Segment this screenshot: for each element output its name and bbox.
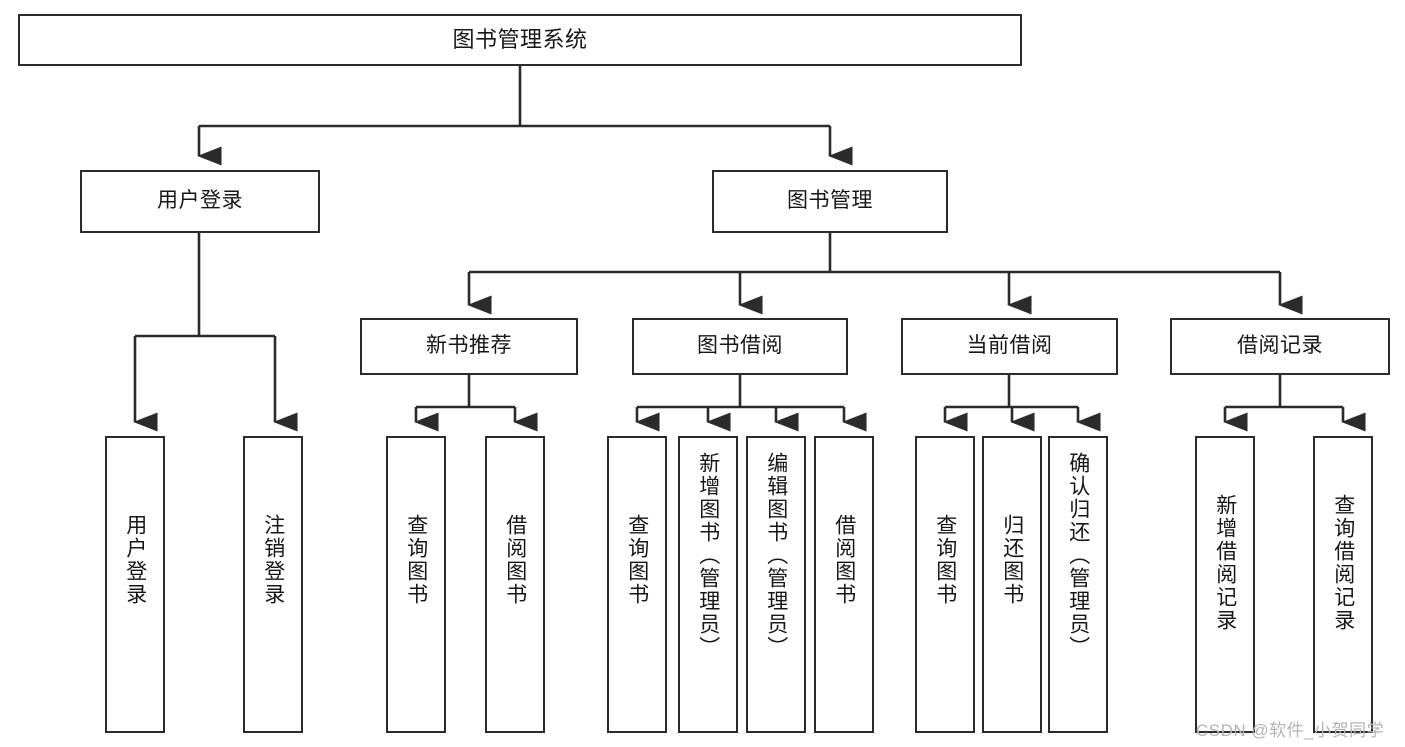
leaf-return-book[interactable]: 归还图书: [982, 436, 1042, 733]
leaf-query-book-borrow[interactable]: 查询图书: [607, 436, 667, 733]
node-label: 用户登录: [123, 514, 147, 606]
node-label: 查询借阅记录: [1331, 494, 1355, 632]
node-label: 归还图书: [1000, 514, 1024, 606]
node-book-borrow[interactable]: 图书借阅: [632, 318, 848, 375]
leaf-add-book-admin[interactable]: 新增图书（管理员）: [678, 436, 738, 733]
node-label: 图书管理系统: [452, 26, 588, 52]
node-label: 查询图书: [404, 514, 428, 606]
leaf-borrow-book[interactable]: 借阅图书: [814, 436, 874, 733]
node-label: 借阅记录: [1237, 334, 1323, 358]
node-label: 确认归还（管理员）: [1066, 452, 1090, 659]
node-current-borrow[interactable]: 当前借阅: [901, 318, 1118, 375]
leaf-query-book-current[interactable]: 查询图书: [915, 436, 975, 733]
node-book-management[interactable]: 图书管理: [712, 170, 948, 233]
node-label: 当前借阅: [966, 334, 1053, 358]
leaf-query-book-recommend[interactable]: 查询图书: [386, 436, 446, 733]
node-label: 新书推荐: [426, 334, 512, 358]
node-label: 新增借阅记录: [1213, 494, 1237, 632]
node-borrow-record[interactable]: 借阅记录: [1170, 318, 1390, 375]
leaf-borrow-book-recommend[interactable]: 借阅图书: [485, 436, 545, 733]
node-label: 借阅图书: [503, 514, 527, 606]
node-label: 编辑图书（管理员）: [764, 452, 788, 659]
node-user-login[interactable]: 用户登录: [80, 170, 320, 233]
node-label: 新增图书（管理员）: [696, 452, 720, 659]
node-label: 图书借阅: [697, 334, 783, 358]
csdn-watermark: CSDN @软件_小贺同学: [1196, 721, 1385, 740]
node-label: 借阅图书: [832, 514, 856, 606]
node-root-book-management-system[interactable]: 图书管理系统: [18, 14, 1022, 66]
node-label: 查询图书: [625, 514, 649, 606]
node-label: 查询图书: [933, 514, 957, 606]
leaf-logout[interactable]: 注销登录: [243, 436, 303, 733]
leaf-confirm-return-admin[interactable]: 确认归还（管理员）: [1048, 436, 1108, 733]
node-new-book-recommend[interactable]: 新书推荐: [360, 318, 578, 375]
leaf-user-login[interactable]: 用户登录: [105, 436, 165, 733]
node-label: 注销登录: [261, 514, 285, 606]
leaf-query-borrow-record[interactable]: 查询借阅记录: [1313, 436, 1373, 733]
node-label: 图书管理: [787, 189, 873, 213]
leaf-add-borrow-record[interactable]: 新增借阅记录: [1195, 436, 1255, 733]
node-label: 用户登录: [157, 189, 243, 213]
leaf-edit-book-admin[interactable]: 编辑图书（管理员）: [746, 436, 806, 733]
